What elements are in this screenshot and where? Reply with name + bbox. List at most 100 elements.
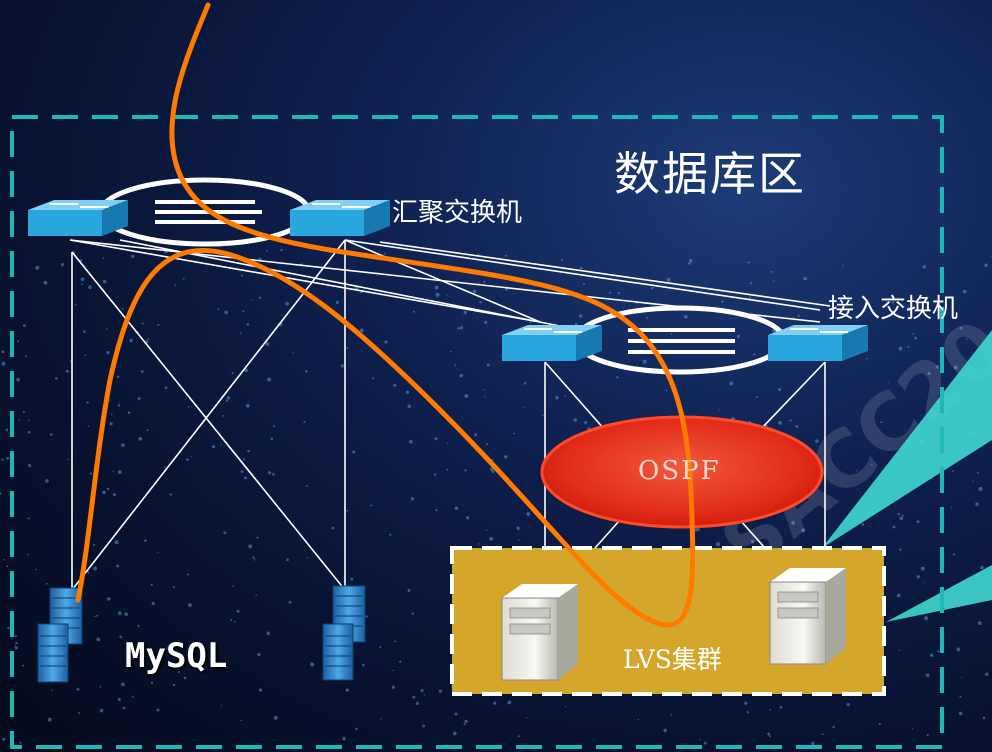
- particle: [871, 464, 873, 466]
- particle: [379, 646, 382, 648]
- particle: [35, 568, 37, 571]
- particle: [976, 471, 979, 474]
- particle: [107, 597, 111, 601]
- server-tower-icon: [501, 584, 578, 681]
- particle: [256, 536, 259, 539]
- particle: [393, 383, 397, 387]
- particle: [899, 548, 902, 551]
- particle: [174, 284, 177, 287]
- particle: [770, 270, 773, 273]
- particle: [45, 479, 49, 483]
- particle: [121, 443, 125, 447]
- particle: [27, 430, 31, 434]
- particle: [485, 443, 489, 446]
- particle: [116, 564, 120, 568]
- particle: [80, 277, 85, 282]
- particle: [952, 553, 956, 556]
- particle: [446, 468, 449, 471]
- particle: [384, 252, 386, 255]
- particle: [466, 516, 470, 520]
- particle: [391, 685, 396, 689]
- particle: [217, 308, 220, 311]
- particle: [922, 265, 927, 269]
- particle: [345, 688, 349, 692]
- particle: [635, 302, 638, 305]
- particle: [608, 291, 611, 294]
- particle: [504, 743, 506, 745]
- particle: [888, 381, 890, 383]
- particle: [246, 323, 250, 326]
- particle: [779, 706, 783, 709]
- particle: [977, 621, 982, 625]
- particle: [975, 502, 979, 506]
- particle: [925, 673, 930, 678]
- server-rack-icon: [37, 587, 83, 683]
- particle: [479, 300, 482, 304]
- particle: [504, 455, 508, 459]
- particle: [231, 372, 234, 375]
- particle: [163, 466, 166, 468]
- particle: [541, 414, 544, 417]
- particle: [637, 718, 640, 721]
- particle: [716, 542, 721, 547]
- particle: [452, 731, 457, 736]
- access-switch-label: 接入交换机: [828, 294, 959, 324]
- particle: [897, 512, 900, 516]
- particle: [88, 285, 92, 290]
- particle: [1, 458, 4, 461]
- particle: [14, 645, 16, 647]
- particle: [929, 653, 934, 657]
- server-rack-icon: [322, 585, 366, 681]
- particle: [407, 404, 411, 408]
- particle: [26, 553, 29, 556]
- particle: [112, 493, 116, 497]
- particle: [911, 728, 914, 730]
- particle: [405, 390, 410, 394]
- particle: [45, 582, 48, 585]
- particle: [959, 695, 962, 698]
- particle: [959, 326, 963, 330]
- particle: [980, 565, 984, 570]
- particle: [265, 342, 270, 346]
- particle: [183, 676, 187, 680]
- particle: [454, 364, 457, 366]
- particle: [50, 433, 53, 436]
- particle: [226, 396, 231, 400]
- particle: [815, 439, 819, 443]
- particle: [846, 702, 850, 707]
- particle: [583, 283, 586, 286]
- particle: [920, 566, 925, 571]
- particle: [729, 381, 734, 386]
- particle: [87, 425, 90, 428]
- particle: [89, 472, 92, 475]
- particle: [464, 394, 469, 398]
- particle: [187, 406, 190, 408]
- particle: [484, 320, 488, 324]
- particle: [517, 539, 520, 541]
- particle: [518, 735, 520, 738]
- particle: [272, 425, 275, 428]
- particle: [491, 470, 495, 473]
- particle: [5, 428, 9, 432]
- particle: [83, 330, 86, 333]
- particle: [223, 531, 227, 535]
- particle: [27, 517, 30, 520]
- particle: [438, 689, 443, 693]
- particle: [306, 557, 308, 559]
- particle: [27, 463, 32, 468]
- callout-pointer-upper: [822, 330, 992, 548]
- particle: [186, 458, 189, 461]
- particle: [811, 741, 815, 746]
- particle: [114, 540, 119, 545]
- particle: [127, 411, 131, 415]
- particle: [972, 480, 974, 482]
- particle: [526, 512, 531, 516]
- particle: [102, 257, 105, 259]
- particle: [99, 685, 102, 688]
- particle: [892, 525, 896, 529]
- particle: [303, 420, 306, 424]
- particle: [446, 294, 448, 296]
- particle: [937, 650, 940, 653]
- particle: [60, 262, 65, 267]
- particle: [435, 509, 438, 512]
